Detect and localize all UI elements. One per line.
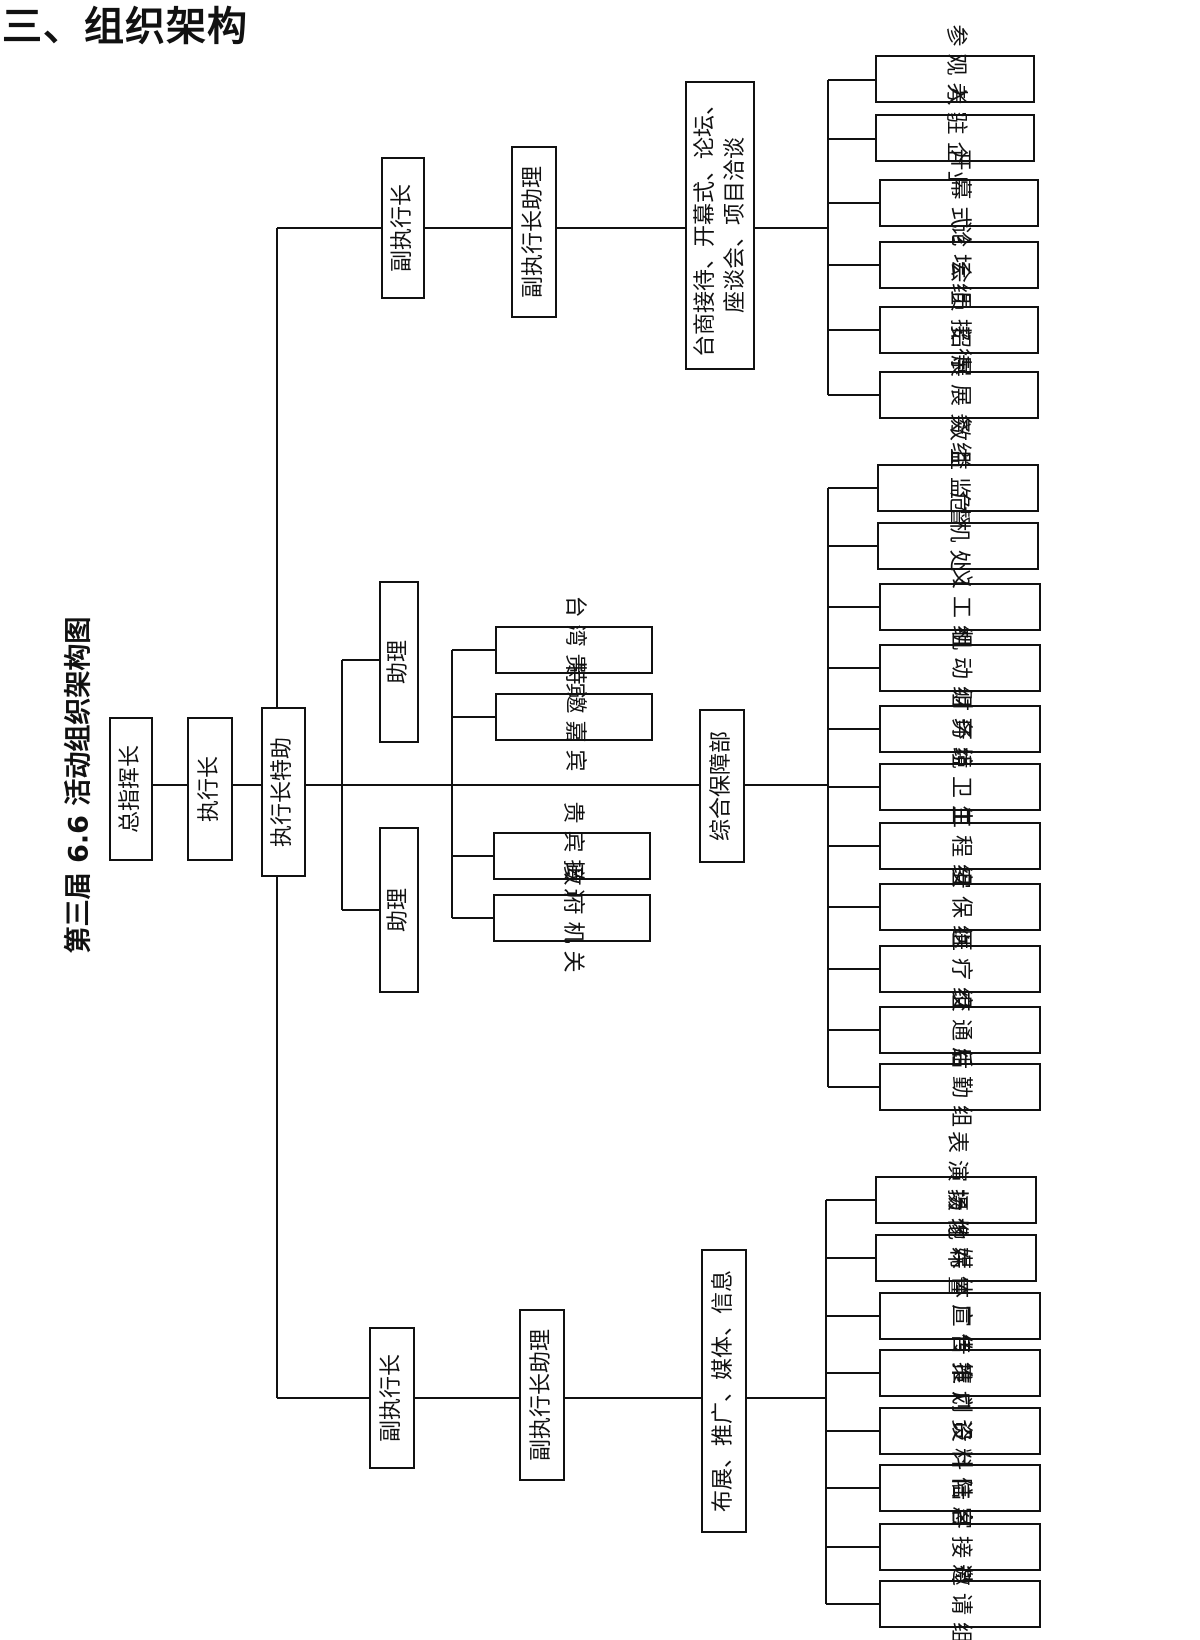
node-group: 邀 请 组 bbox=[879, 1564, 1041, 1640]
node-group-label: 开 幕 式 组 bbox=[947, 149, 972, 258]
node-middle-department-label: 综合保障部 bbox=[709, 731, 734, 841]
node-root: 总指挥长 bbox=[109, 717, 153, 861]
node-group: 广 告 推 广 组 bbox=[879, 1304, 1041, 1442]
node-assistant-2: 助理 bbox=[379, 827, 419, 993]
node-guest-group-label: 台 湾 贵 宾 bbox=[562, 596, 587, 705]
node-bottom-deputy-label: 副执行长 bbox=[379, 1354, 404, 1442]
section-heading: 三、组织架构 bbox=[2, 4, 248, 50]
node-assistant-label: 助理 bbox=[386, 888, 411, 932]
node-special-assistant-label: 执行长特助 bbox=[270, 737, 295, 847]
node-group-label: 机 动 组 bbox=[948, 628, 973, 708]
connector-lines bbox=[152, 79, 880, 1605]
node-guest-group: 台 湾 贵 宾 bbox=[495, 596, 653, 705]
node-group: 危 机 处 理 bbox=[877, 492, 1039, 601]
node-top-department: 台商接待、开幕式、论坛、 座谈会、项目洽谈 bbox=[685, 81, 755, 370]
node-guest-group: 政 府 机 关 bbox=[493, 864, 651, 973]
node-group: 医 疗 组 bbox=[879, 929, 1041, 1009]
node-group-label: 邀 请 组 bbox=[948, 1564, 973, 1640]
node-group-label: 入 驻 企 业 bbox=[943, 84, 968, 193]
node-root-label: 总指挥长 bbox=[118, 745, 143, 833]
node-assistant-label: 助理 bbox=[386, 640, 411, 684]
node-bottom-deputy-assistant: 副执行长助理 bbox=[519, 1309, 565, 1481]
node-special-assistant: 执行长特助 bbox=[261, 707, 306, 877]
node-group-label: 义 工 组 bbox=[948, 567, 973, 647]
node-executive: 执行长 bbox=[187, 717, 233, 861]
node-executive-label: 执行长 bbox=[197, 756, 222, 822]
node-group: 义 工 组 bbox=[879, 567, 1041, 647]
node-group-label: 后 勤 组 bbox=[948, 1047, 973, 1127]
node-guest-group: 贵 宾 接 送 bbox=[493, 802, 651, 911]
node-group: 交 通 组 bbox=[879, 990, 1041, 1070]
node-group-label: 财 务 组 bbox=[948, 689, 973, 769]
node-group-label: 医 疗 组 bbox=[948, 929, 973, 1009]
node-middle-department: 综合保障部 bbox=[699, 709, 745, 863]
node-bottom-deputy-assistant-label: 副执行长助理 bbox=[529, 1329, 554, 1461]
node-group: 工 程 组 bbox=[879, 806, 1041, 886]
node-group: 开 幕 式 组 bbox=[879, 149, 1039, 258]
chart-caption: 第三届 6.6 活动组织架构图 bbox=[63, 617, 95, 954]
node-guest-group-label: 贵 宾 接 送 bbox=[560, 802, 585, 911]
node-top-deputy: 副执行长 bbox=[381, 157, 425, 299]
node-group-label: 交 通 组 bbox=[948, 990, 973, 1070]
node-group: 论 坛 组 bbox=[879, 225, 1039, 305]
node-group: 招 展 展 务 组 bbox=[879, 326, 1039, 464]
node-bottom-department: 布展、推广、媒体、信息 bbox=[701, 1249, 747, 1533]
node-group-label: 工 程 组 bbox=[948, 806, 973, 886]
node-bottom-deputy: 副执行长 bbox=[369, 1327, 415, 1469]
bottom-groups: 表 演 摄 像 组 场 地 布 置 组 媒 体 宣 传 组 广 告 推 广 组 … bbox=[875, 1131, 1041, 1640]
node-bottom-department-label: 布展、推广、媒体、信息 bbox=[711, 1270, 736, 1512]
node-group: 财 务 组 bbox=[879, 689, 1041, 769]
node-group: 入 驻 企 业 bbox=[875, 84, 1035, 193]
node-guest-group-label: 特 邀 嘉 宾 bbox=[562, 663, 587, 772]
node-guest-group: 特 邀 嘉 宾 bbox=[495, 663, 653, 772]
node-group: 安 保 组 bbox=[879, 867, 1041, 947]
node-group-label: 论 坛 组 bbox=[947, 225, 972, 305]
node-top-deputy-assistant-label: 副执行长助理 bbox=[521, 166, 546, 298]
node-group-label: 招 展 展 务 组 bbox=[947, 326, 972, 464]
node-top-department-line2: 座谈会、项目洽谈 bbox=[723, 137, 748, 313]
node-top-deputy-label: 副执行长 bbox=[390, 184, 415, 272]
node-guest-group-label: 政 府 机 关 bbox=[560, 864, 585, 973]
node-assistant-1: 助理 bbox=[379, 581, 419, 743]
top-groups: 参 观 考 察 入 驻 企 业 开 幕 式 组 论 坛 组 会 员 接 待 组 … bbox=[875, 25, 1039, 464]
node-group-label: 危 机 处 理 bbox=[946, 492, 971, 601]
node-group-label: 安 保 组 bbox=[948, 867, 973, 947]
node-group: 后 勤 组 bbox=[879, 1047, 1041, 1127]
node-group: 机 动 组 bbox=[879, 628, 1041, 708]
node-top-department-line1: 台商接待、开幕式、论坛、 bbox=[693, 93, 718, 357]
middle-groups: 效 益 监 督 组 危 机 处 理 义 工 组 机 动 组 财 务 组 环 境 … bbox=[877, 419, 1041, 1127]
node-group: 场 地 布 置 组 bbox=[875, 1189, 1037, 1327]
node-group: 资 料 信 息 组 bbox=[879, 1419, 1041, 1557]
node-top-deputy-assistant: 副执行长助理 bbox=[511, 146, 557, 318]
